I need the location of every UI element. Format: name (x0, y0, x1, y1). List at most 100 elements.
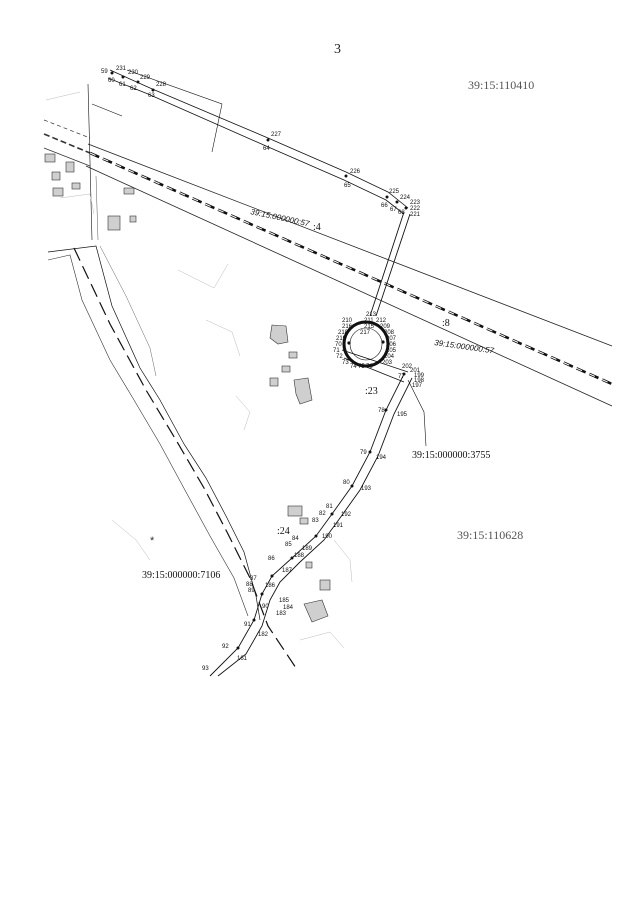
pt-211: 211 (364, 318, 374, 324)
pipeline-strip (209, 373, 427, 677)
pt-83: 83 (312, 518, 319, 524)
pt-182: 182 (258, 632, 269, 638)
pt-93: 93 (202, 666, 209, 672)
top-strip (87, 69, 411, 317)
pt-92: 92 (222, 644, 229, 650)
pt-78: 78 (378, 408, 385, 414)
quarter-label-bottom: 39:15:110628 (457, 528, 524, 542)
pt-74: 74 (350, 364, 357, 370)
pt-226: 226 (350, 169, 361, 175)
pt-219: 219 (336, 336, 347, 342)
pt-67: 67 (390, 207, 397, 213)
background-clutter (45, 91, 353, 649)
pt-79: 79 (360, 450, 367, 456)
parcel-7106-boundary (47, 245, 297, 669)
pt-190: 190 (322, 534, 333, 540)
pt-210: 210 (342, 318, 353, 324)
parcel-3755: 39:15:000000:3755 (412, 450, 490, 461)
pt-215: 215 (364, 324, 375, 330)
pt-230: 230 (128, 70, 139, 76)
pt-84: 84 (292, 536, 299, 542)
point-markers (110, 71, 408, 650)
pt-201: 201 (410, 368, 421, 374)
asterisk-symbol: * (150, 535, 155, 547)
pt-218: 218 (338, 330, 349, 336)
pt-202: 202 (402, 364, 413, 370)
parcel-24: :24 (277, 526, 290, 537)
pt-231: 231 (116, 66, 127, 72)
pt-207: 207 (386, 336, 397, 342)
ring-structure (341, 320, 409, 383)
pt-73: 73 (342, 360, 349, 366)
pt-64: 64 (263, 146, 270, 152)
pt-80: 80 (343, 480, 350, 486)
pt-70: 70 (335, 342, 342, 348)
pt-197: 197 (412, 383, 423, 389)
pt-183: 183 (276, 611, 287, 617)
pt-191: 191 (333, 523, 344, 529)
buildings (44, 153, 331, 623)
pt-59: 59 (101, 69, 108, 75)
pt-66: 66 (381, 203, 388, 209)
pt-204: 204 (384, 354, 395, 360)
pt-87: 87 (250, 576, 257, 582)
pt-75: 75 (358, 364, 365, 370)
pt-65: 65 (344, 183, 351, 189)
pt-68: 68 (398, 210, 405, 216)
pt-184: 184 (283, 605, 294, 611)
pt-90: 90 (262, 604, 269, 610)
pt-228: 228 (156, 82, 167, 88)
pt-76: 76 (366, 364, 373, 370)
parcel-57-right: 39:15:000000:57 (434, 338, 495, 355)
pt-62: 62 (130, 86, 137, 92)
pt-188: 188 (294, 553, 305, 559)
pt-60: 60 (108, 78, 115, 84)
pt-205: 205 (386, 348, 397, 354)
parcel-7106: 39:15:000000:7106 (142, 570, 220, 581)
pt-199: 199 (414, 373, 425, 379)
pt-198: 198 (414, 378, 425, 384)
pt-85: 85 (285, 542, 292, 548)
pt-222: 222 (410, 206, 421, 212)
bottom-point-labels: 87 88 186 89 185 184 90 183 91 182 92 16… (202, 576, 294, 672)
ring-point-labels: 213 210 211 212 216 215 209 218 217 208 … (333, 312, 425, 389)
pt-217: 217 (360, 330, 371, 336)
pt-81: 81 (326, 504, 333, 510)
pt-89: 89 (248, 588, 255, 594)
page-number: 3 (334, 42, 341, 57)
quarter-label-top: 39:15:110410 (468, 78, 535, 92)
pt-206: 206 (386, 342, 397, 348)
pt-71: 71 (333, 348, 340, 354)
pt-82: 82 (319, 511, 326, 517)
pt-77: 77 (398, 374, 405, 380)
pt-72: 72 (336, 354, 343, 360)
parcel-23: :23 (365, 386, 378, 397)
railway-corridor (43, 119, 613, 407)
parcel-labels: 39:15:000000:57 39:15:000000:57 39:15:00… (142, 207, 495, 581)
pt-63: 63 (148, 93, 155, 99)
pt-88: 88 (246, 582, 253, 588)
pt-229: 229 (140, 75, 151, 81)
top-point-labels: 231 230 229 228 227 226 225 224 223 222 … (101, 66, 421, 218)
pt-194: 194 (376, 455, 387, 461)
pt-221: 221 (410, 212, 421, 218)
pt-186: 186 (265, 583, 276, 589)
pt-209: 209 (380, 324, 391, 330)
pt-161: 161 (237, 656, 248, 662)
pt-208: 208 (384, 330, 395, 336)
parcel-8: :8 (442, 318, 450, 329)
pt-185: 185 (279, 598, 290, 604)
pt-212: 212 (376, 318, 387, 324)
pt-195: 195 (397, 412, 408, 418)
parcel-57-top: 39:15:000000:57 (250, 207, 311, 228)
parcel-4: :4 (313, 222, 321, 233)
pt-216: 216 (342, 324, 353, 330)
pt-223: 223 (410, 200, 421, 206)
pt-187: 187 (282, 568, 293, 574)
pt-86: 86 (268, 556, 275, 562)
pt-192: 192 (341, 512, 352, 518)
pt-61: 61 (119, 82, 126, 88)
pt-91: 91 (244, 622, 251, 628)
pt-189: 189 (302, 546, 313, 552)
